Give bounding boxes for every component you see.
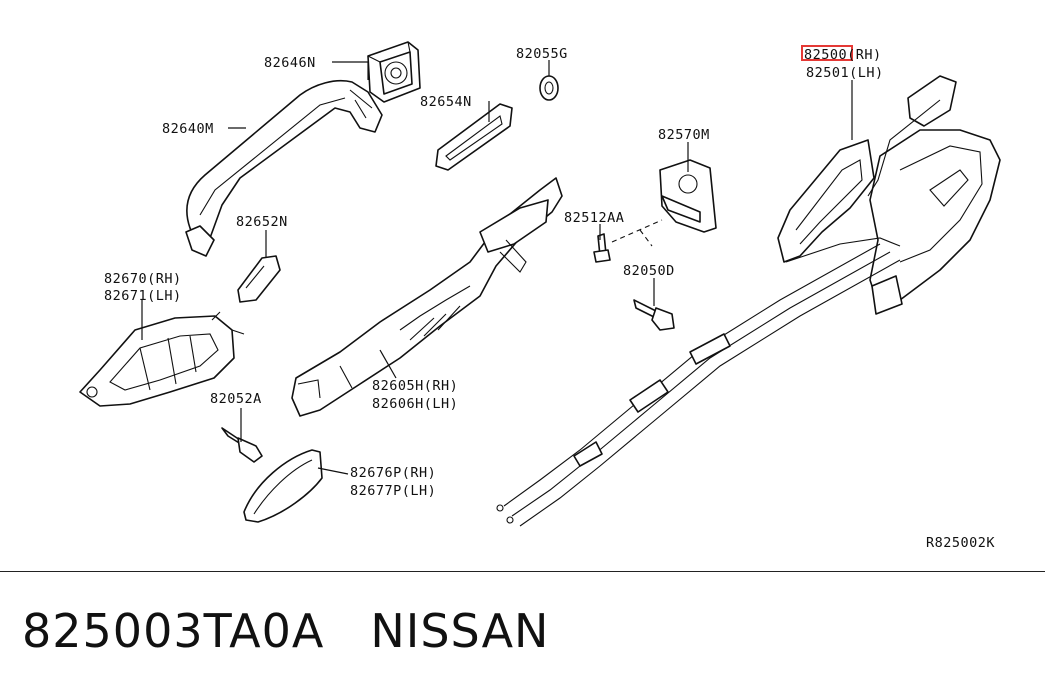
highlight-box xyxy=(801,45,853,61)
striker-82570m xyxy=(611,159,717,247)
grommet-82055g xyxy=(539,75,559,101)
parts-diagram: 82646N 82640M 82654N 82055G 82652N 82670… xyxy=(79,41,1001,551)
label-82671lh: 82671(LH) xyxy=(104,288,182,304)
label-82055g: 82055G xyxy=(516,46,568,62)
label-82050d: 82050D xyxy=(623,263,675,279)
door-lock-actuator-82500 xyxy=(777,75,1001,315)
label-82670rh: 82670(RH) xyxy=(104,271,182,287)
key-cylinder-82646n xyxy=(367,41,421,103)
label-82640m: 82640M xyxy=(162,121,214,137)
label-82677plh: 82677P(LH) xyxy=(350,483,436,499)
bolt-82050d xyxy=(633,299,675,331)
handle-frame-82605h xyxy=(291,177,563,417)
cover-82676p xyxy=(243,449,323,523)
gasket-82654n xyxy=(435,103,513,171)
label-82501lh: 82501(LH) xyxy=(806,65,884,81)
part-number: 825003TA0A xyxy=(22,604,325,658)
label-82676prh: 82676P(RH) xyxy=(350,465,436,481)
leader-lines xyxy=(141,60,853,475)
label-82646n: 82646N xyxy=(264,55,316,71)
label-82654n: 82654N xyxy=(420,94,472,110)
footer: 825003TA0A NISSAN xyxy=(22,596,549,666)
label-82052a: 82052A xyxy=(210,391,262,407)
escutcheon-82652n xyxy=(237,255,281,303)
reference-code: R825002K xyxy=(926,535,995,551)
screw-82052a xyxy=(221,427,263,463)
label-82606hlh: 82606H(LH) xyxy=(372,396,458,412)
label-82652n: 82652N xyxy=(236,214,288,230)
label-82570m: 82570M xyxy=(658,127,710,143)
brand-name: NISSAN xyxy=(370,604,550,658)
bolt-82512aa xyxy=(593,233,611,263)
label-82500rh: 82500(RH) xyxy=(804,47,882,63)
cables xyxy=(496,243,901,527)
outside-handle-82640m xyxy=(185,79,383,257)
label-82512aa: 82512AA xyxy=(564,210,624,226)
label-82605hrh: 82605H(RH) xyxy=(372,378,458,394)
footer-divider xyxy=(0,571,1045,572)
inside-handle-82670 xyxy=(79,311,245,407)
